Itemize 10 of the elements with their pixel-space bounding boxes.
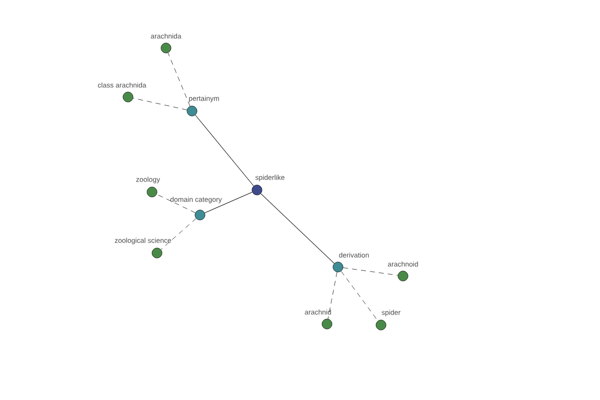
connector — [156, 194, 196, 213]
connector — [204, 192, 252, 214]
connector — [328, 272, 338, 320]
connector — [340, 270, 378, 322]
connector — [168, 52, 190, 106]
connector — [260, 193, 334, 264]
connector — [195, 114, 254, 186]
connector — [342, 268, 398, 276]
connector — [160, 218, 196, 250]
connector — [132, 98, 188, 110]
